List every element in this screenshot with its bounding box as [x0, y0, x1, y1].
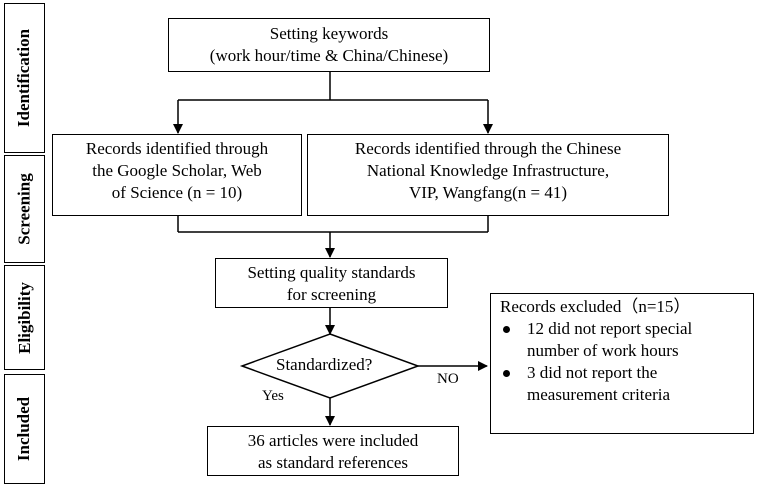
- excluded-item-1-line-1: 12 did not report special: [527, 319, 693, 338]
- records-left-line-1: Records identified through: [85, 139, 269, 158]
- yes-label: Yes: [262, 388, 284, 404]
- excluded-item: 12 did not report special number of work…: [500, 318, 753, 362]
- quality-line-1: Setting quality standards: [247, 263, 416, 282]
- quality-standards-box: Setting quality standards for screening: [215, 258, 448, 308]
- excluded-title: Records excluded（n=15）: [500, 297, 691, 316]
- records-right-line-3: VIP, Wangfang(n = 41): [408, 183, 568, 202]
- stage-identification: Identification: [4, 3, 45, 153]
- excluded-item-1-line-2: number of work hours: [527, 341, 679, 360]
- bullet-icon: [503, 326, 510, 333]
- included-line-2: as standard references: [257, 453, 409, 472]
- keywords-line-1: Setting keywords: [269, 24, 389, 43]
- excluded-item-2-line-2: measurement criteria: [527, 385, 671, 404]
- excluded-item: 3 did not report the measurement criteri…: [500, 362, 753, 406]
- records-right-line-1: Records identified through the Chinese: [354, 139, 622, 158]
- included-line-1: 36 articles were included: [247, 431, 419, 450]
- decision-diamond: [239, 333, 421, 399]
- stage-screening: Screening: [4, 155, 45, 263]
- records-left-box: Records identified through the Google Sc…: [52, 134, 302, 216]
- stage-included: Included: [4, 374, 45, 484]
- stage-eligibility: Eligibility: [4, 265, 45, 370]
- excluded-item-2-line-1: 3 did not report the: [527, 363, 658, 382]
- keywords-box: Setting keywords (work hour/time & China…: [168, 18, 490, 72]
- bullet-icon: [503, 370, 510, 377]
- records-left-line-3: of Science (n = 10): [111, 183, 243, 202]
- included-box: 36 articles were included as standard re…: [207, 426, 459, 476]
- records-right-line-2: National Knowledge Infrastructure,: [366, 161, 610, 180]
- records-right-box: Records identified through the Chinese N…: [307, 134, 669, 216]
- keywords-line-2: (work hour/time & China/Chinese): [209, 46, 449, 65]
- quality-line-2: for screening: [286, 285, 377, 304]
- decision-label: Standardized?: [276, 355, 373, 374]
- no-label: NO: [437, 371, 459, 387]
- records-excluded-box: Records excluded（n=15） 12 did not report…: [490, 293, 754, 434]
- records-left-line-2: the Google Scholar, Web: [92, 161, 262, 180]
- excluded-list: 12 did not report special number of work…: [500, 318, 753, 406]
